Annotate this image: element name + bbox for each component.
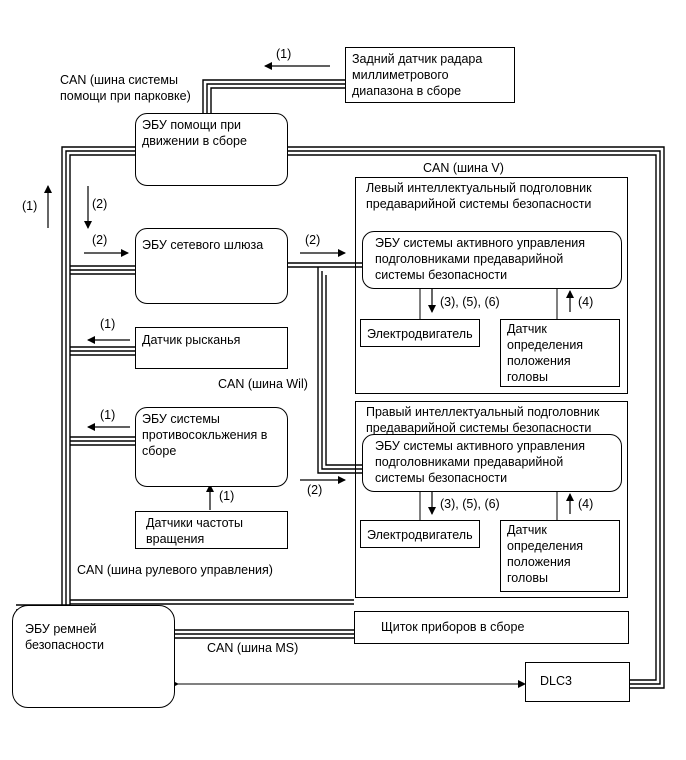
sig-radar-1: (1) xyxy=(276,47,292,61)
right-head-position-sensor: Датчик определения положения головы xyxy=(500,520,620,592)
sig-left-2b: (2) xyxy=(92,233,108,247)
right-headrest-group xyxy=(355,401,628,598)
sig-right-2: (2) xyxy=(307,483,323,497)
right-headrest-ecu: ЭБУ системы активного управления подголо… xyxy=(362,434,622,492)
label-can-wil: CAN (шина Wil) xyxy=(218,377,308,391)
can-bus-steering-branch xyxy=(70,599,354,605)
rear-radar-sensor: Задний датчик радара миллиметрового диап… xyxy=(345,47,515,103)
can-bus-yaw-branch xyxy=(70,346,135,356)
left-headrest-ecu: ЭБУ системы активного управления подголо… xyxy=(362,231,622,289)
left-headrest-title: Левый интеллектуальный подголовник преда… xyxy=(366,181,592,211)
right-motor: Электродвигатель xyxy=(360,520,480,548)
sig-gateway-2: (2) xyxy=(305,233,321,247)
yaw-sensor: Датчик рысканья xyxy=(135,327,288,369)
sig-left-4: (4) xyxy=(578,295,594,309)
can-bus-gateway-branch xyxy=(70,265,135,275)
sig-right-356: (3), (5), (6) xyxy=(440,497,500,511)
combination-meter: Щиток приборов в сборе xyxy=(354,611,629,644)
label-can-parking: CAN (шина системы помощи при парковке) xyxy=(60,73,191,103)
left-headrest-group xyxy=(355,177,628,394)
sig-anticollision-1: (1) xyxy=(100,408,116,422)
label-can-v: CAN (шина V) xyxy=(423,161,504,175)
can-bus-v-right xyxy=(287,146,665,689)
sig-right-4: (4) xyxy=(578,497,594,511)
sig-yaw-1: (1) xyxy=(100,317,116,331)
gateway-ecu: ЭБУ сетевого шлюза xyxy=(135,228,288,304)
anticollision-ecu: ЭБУ системы противосокльжения в сборе xyxy=(135,407,288,487)
dlc3-connector: DLC3 xyxy=(525,662,630,702)
wheel-speed-sensors: Датчики частоты вращения xyxy=(135,511,288,549)
driving-assist-ecu: ЭБУ помощи при движении в сборе xyxy=(135,113,288,186)
can-bus-ms xyxy=(175,629,360,639)
can-bus-parking xyxy=(202,79,345,113)
can-bus-anticollision-branch xyxy=(70,436,135,446)
right-headrest-title: Правый интеллектуальный подголовник пред… xyxy=(366,405,600,435)
sig-left-2a: (2) xyxy=(92,197,108,211)
left-head-position-sensor: Датчик определения положения головы xyxy=(500,319,620,387)
sig-left-356: (3), (5), (6) xyxy=(440,295,500,309)
label-can-ms: CAN (шина MS) xyxy=(207,641,299,655)
seatbelt-ecu: ЭБУ ремней безопасности xyxy=(12,605,175,708)
label-can-steering: CAN (шина рулевого управления) xyxy=(77,563,273,577)
sig-left-1: (1) xyxy=(22,199,38,213)
sig-speed-1: (1) xyxy=(219,489,235,503)
left-motor: Электродвигатель xyxy=(360,319,480,347)
